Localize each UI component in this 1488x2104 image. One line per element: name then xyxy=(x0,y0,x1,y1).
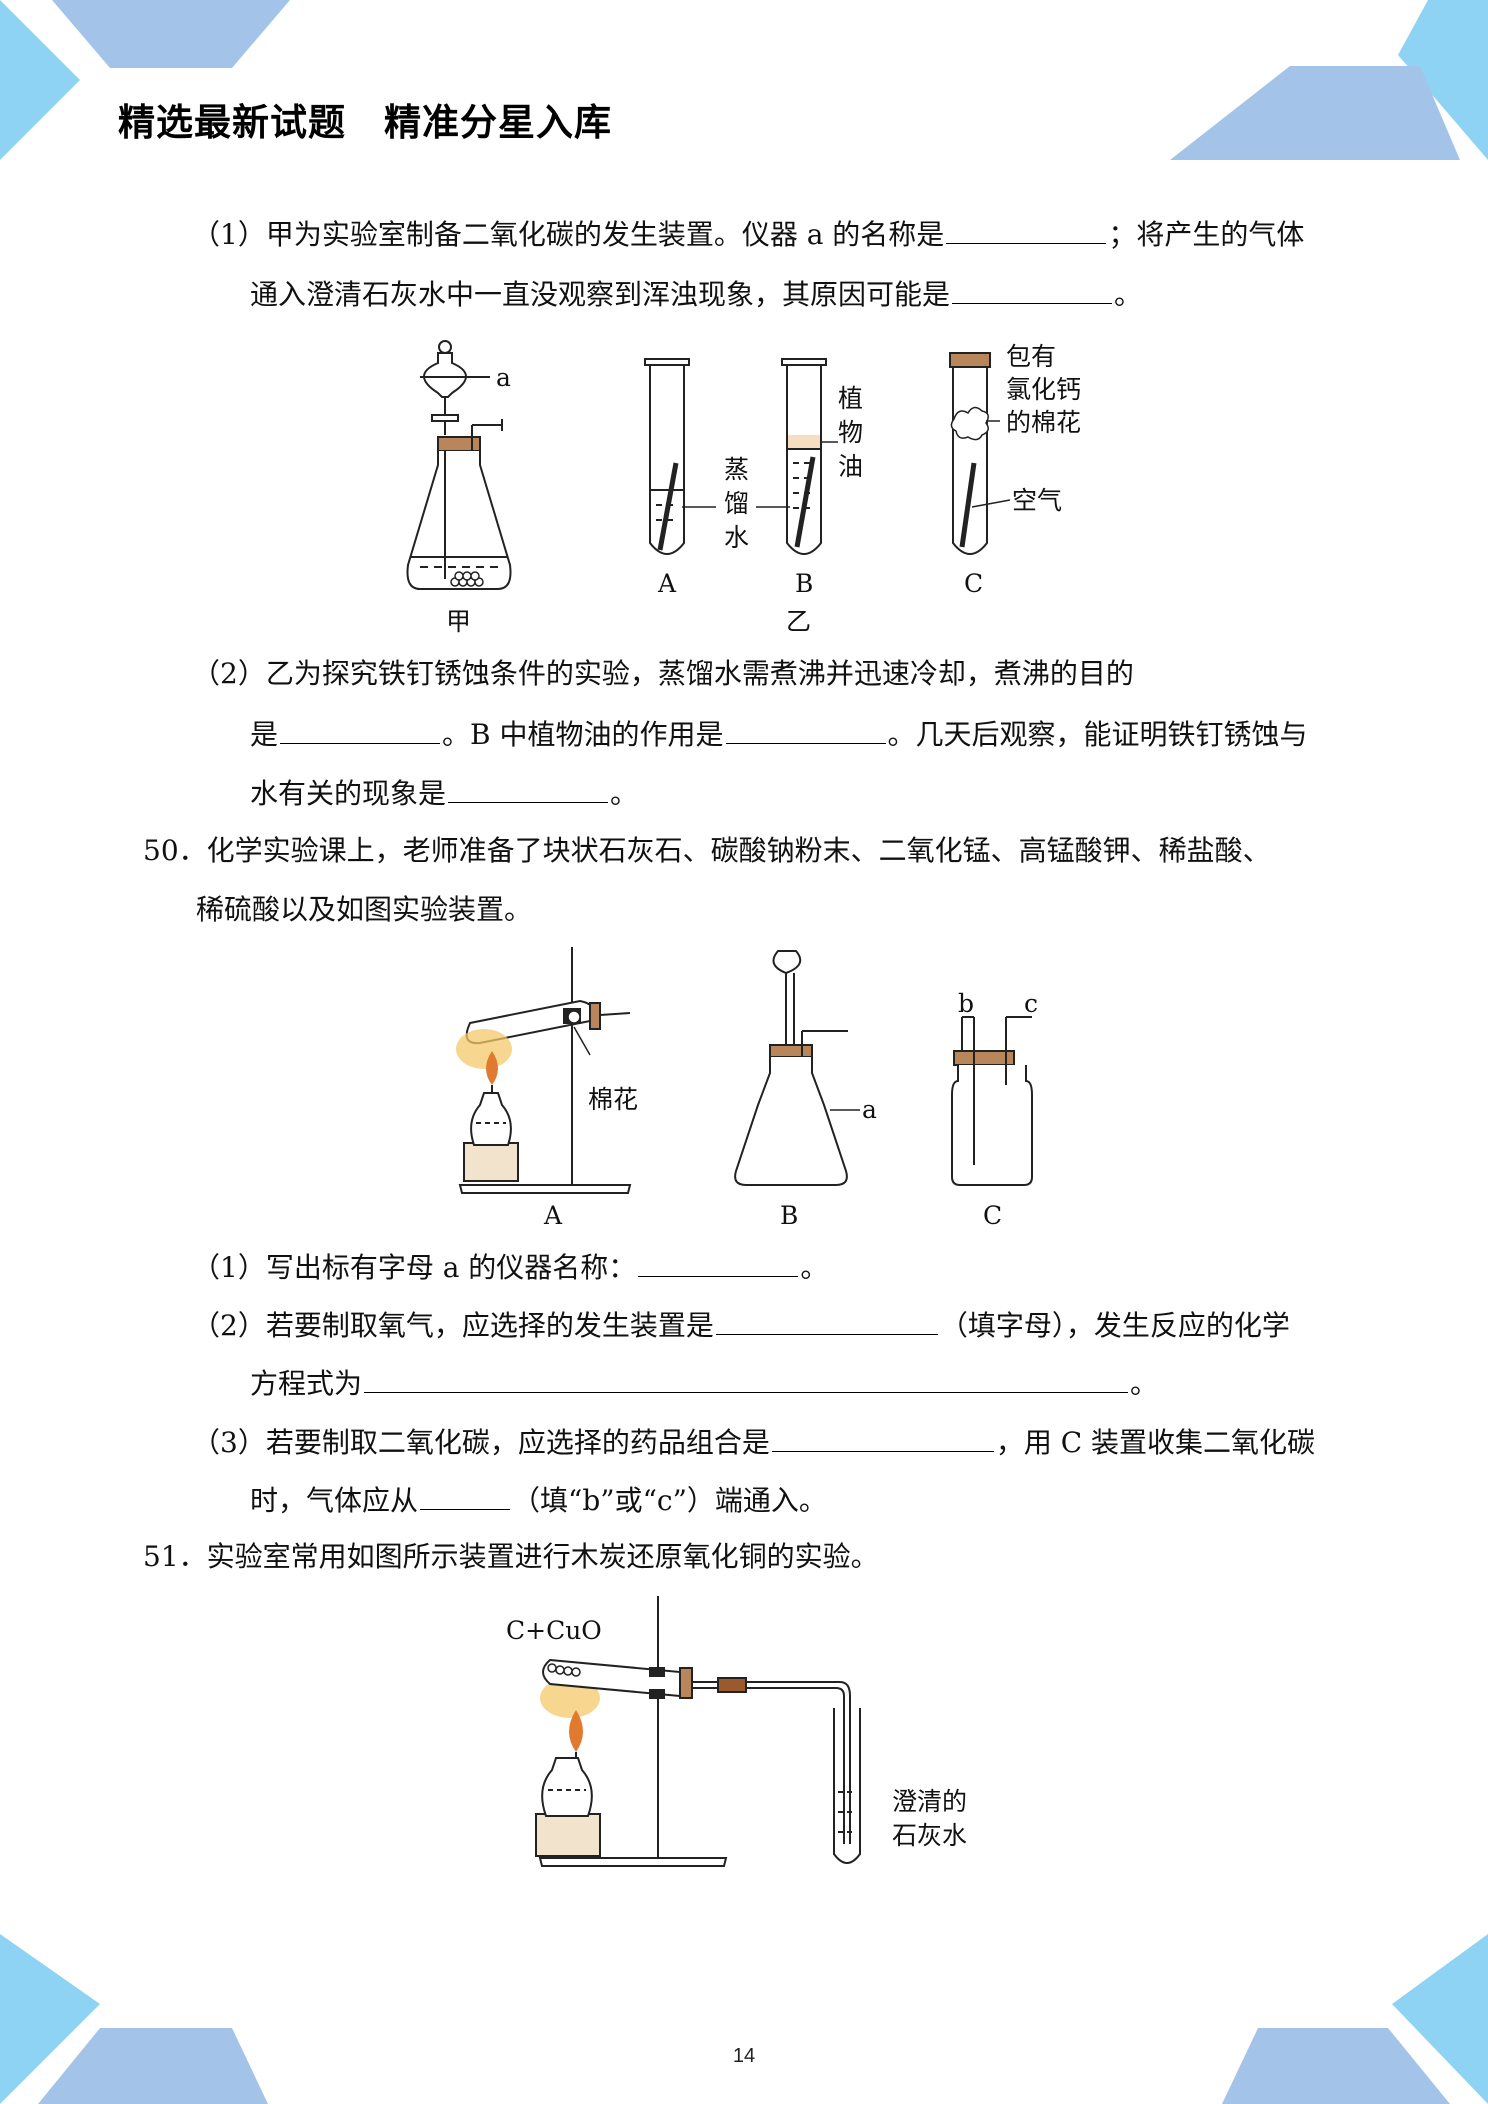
cotton-plug xyxy=(567,1010,581,1024)
answer-blank[interactable] xyxy=(638,1246,799,1277)
q49-part2-line1: （2）乙为探究铁钉锈蚀条件的实验，蒸馏水需煮沸并迅速冷却，煮沸的目的 xyxy=(192,657,1134,690)
separatory-funnel xyxy=(420,340,490,435)
limewater-tube xyxy=(833,1708,861,1864)
apparatus-label-c: C xyxy=(983,1201,1002,1230)
answer-blank[interactable] xyxy=(771,1421,994,1452)
figure-gas-apparatus: 棉花 A a B b c C xyxy=(456,947,1038,1230)
label-distilled-water-3: 水 xyxy=(724,523,749,552)
alcohol-lamp xyxy=(535,1757,601,1857)
q50-line2: 稀硫酸以及如图实验装置。 xyxy=(196,893,533,926)
cotton-ball xyxy=(950,406,989,441)
label-limewater-2: 石灰水 xyxy=(892,1821,967,1850)
label-air: 空气 xyxy=(1012,486,1062,515)
apparatus-c xyxy=(951,1016,1033,1186)
iron-nail-b xyxy=(794,456,816,548)
apparatus-label-a: A xyxy=(543,1201,563,1230)
label-a-funnel: a xyxy=(862,1095,877,1124)
label-distilled-water-2: 馏 xyxy=(724,489,749,518)
q49-part1-line2: 通入澄清石灰水中一直没观察到浑浊现象，其原因可能是。 xyxy=(250,273,1142,315)
label-cotton-2: 氯化钙 xyxy=(1006,375,1081,404)
q50-part3-line2: 时，气体应从（填“b”或“c”）端通入。 xyxy=(250,1479,827,1521)
q50-line1: 50．化学实验课上，老师准备了块状石灰石、碳酸钠粉末、二氧化锰、高锰酸钾、稀盐酸… xyxy=(143,834,1271,867)
flame-glow-a xyxy=(456,1029,512,1069)
apparatus-b xyxy=(734,950,848,1186)
label-jia: 甲 xyxy=(446,607,471,636)
answer-blank[interactable] xyxy=(946,213,1107,244)
answer-blank[interactable] xyxy=(725,713,886,744)
iron-nail-c xyxy=(959,462,977,548)
label-oil-3: 油 xyxy=(838,452,863,481)
tube-label-c: C xyxy=(964,569,983,598)
conical-flask xyxy=(406,419,512,590)
label-yi: 乙 xyxy=(786,607,811,636)
iron-stand xyxy=(538,1596,728,1867)
answer-blank[interactable] xyxy=(952,273,1113,304)
answer-blank[interactable] xyxy=(420,1479,511,1510)
q51-line1: 51．实验室常用如图所示装置进行木炭还原氧化铜的实验。 xyxy=(143,1540,879,1573)
answer-blank[interactable] xyxy=(364,1362,1129,1393)
label-reactants: C+CuO xyxy=(506,1616,602,1645)
iron-nail-a xyxy=(657,462,679,551)
answer-blank[interactable] xyxy=(715,1304,938,1335)
answer-blank[interactable] xyxy=(280,713,441,744)
corner-decoration-bottom xyxy=(0,1934,1488,2104)
test-tube-c xyxy=(949,352,991,555)
tube-label-a: A xyxy=(657,569,677,598)
apparatus-label-b: B xyxy=(780,1201,798,1230)
label-oil-2: 物 xyxy=(838,418,863,447)
label-cotton-1: 包有 xyxy=(1006,342,1056,371)
q50-part2-line1: （2）若要制取氧气，应选择的发生装置是（填字母），发生反应的化学 xyxy=(192,1304,1290,1346)
figure-carbon-reduction: C+CuO 澄清的 石灰水 xyxy=(506,1596,967,1867)
q49-part1-line1: （1）甲为实验室制备二氧化碳的发生装置。仪器 a 的名称是；将产生的气体 xyxy=(192,213,1304,255)
marble-chips xyxy=(450,571,484,587)
label-a: a xyxy=(496,363,511,392)
header-title: 精选最新试题 精准分星入库 xyxy=(118,101,612,144)
flame xyxy=(569,1710,583,1752)
label-limewater-1: 澄清的 xyxy=(892,1787,967,1816)
corner-decoration-top xyxy=(0,0,1488,160)
powder xyxy=(547,1663,581,1677)
label-distilled-water-1: 蒸 xyxy=(724,455,749,484)
label-cotton: 棉花 xyxy=(588,1085,638,1114)
test-tube-b xyxy=(781,358,827,555)
tube-label-b: B xyxy=(795,569,813,598)
q49-part2-line3: 水有关的现象是。 xyxy=(250,772,638,814)
flame-a xyxy=(486,1051,498,1085)
q50-part1: （1）写出标有字母 a 的仪器名称：。 xyxy=(192,1246,828,1288)
q50-part3-line1: （3）若要制取二氧化碳，应选择的药品组合是，用 C 装置收集二氧化碳 xyxy=(192,1421,1315,1463)
label-b: b xyxy=(958,989,974,1018)
q49-part2-line2: 是。B 中植物油的作用是。几天后观察，能证明铁钉锈蚀与 xyxy=(250,713,1308,755)
label-oil-1: 植 xyxy=(838,384,863,413)
q50-part2-line2: 方程式为。 xyxy=(250,1362,1158,1404)
label-cotton-3: 的棉花 xyxy=(1006,408,1081,437)
answer-blank[interactable] xyxy=(448,772,609,803)
page-number: 14 xyxy=(732,2045,756,2067)
figure-iron-rust-experiment: a 甲 A B 乙 蒸 xyxy=(406,340,1081,636)
label-c: c xyxy=(1024,989,1038,1018)
delivery-tube xyxy=(692,1677,851,1844)
apparatus-a xyxy=(458,947,632,1194)
